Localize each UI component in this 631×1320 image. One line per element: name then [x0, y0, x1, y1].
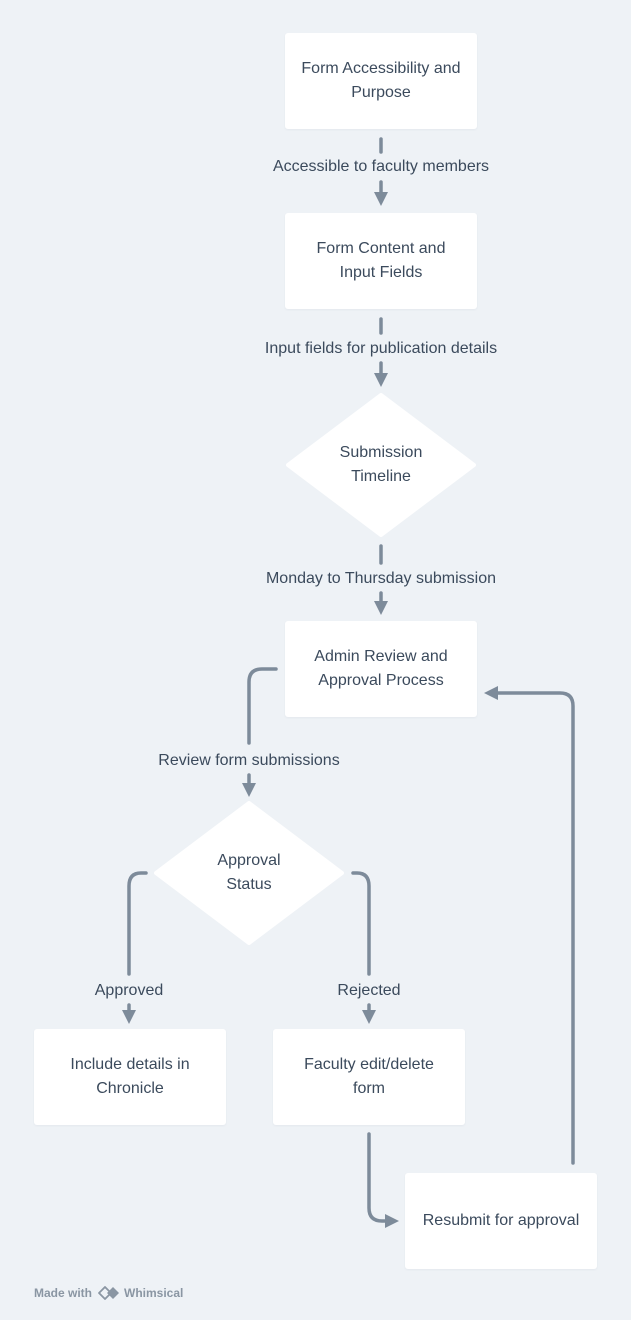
made-with-footer[interactable]: Made with Whimsical: [34, 1285, 183, 1301]
diamond-shape: [154, 801, 344, 945]
node-form-accessibility-label: Form Accessibility and Purpose: [301, 60, 461, 101]
node-faculty-edit-label: Faculty edit/delete form: [304, 1056, 434, 1097]
edge-label-accessible: Accessible to faculty members: [270, 157, 492, 177]
decision-approval-status[interactable]: Approval Status: [154, 801, 344, 945]
node-form-content[interactable]: Form Content and Input Fields: [285, 213, 477, 309]
edge-label-approved: Approved: [92, 981, 166, 1001]
decision-submission-timeline-label: Submission Timeline: [339, 444, 423, 485]
node-resubmit-label: Resubmit for approval: [422, 1212, 580, 1229]
edge-label-monday-thursday: Monday to Thursday submission: [263, 569, 499, 589]
node-faculty-edit[interactable]: Faculty edit/delete form: [273, 1029, 465, 1125]
edge-review-submissions-top: [247, 667, 278, 745]
whimsical-logo-icon: [98, 1286, 120, 1300]
edge-label-input-fields: Input fields for publication details: [262, 339, 500, 359]
edge-approved-top: [127, 871, 148, 976]
node-admin-review-label: Admin Review and Approval Process: [314, 648, 448, 689]
node-form-content-label: Form Content and Input Fields: [316, 240, 446, 281]
edge-rejected-top: [351, 871, 371, 976]
node-include-details[interactable]: Include details in Chronicle: [34, 1029, 226, 1125]
node-resubmit[interactable]: Resubmit for approval: [405, 1173, 597, 1269]
node-form-accessibility[interactable]: Form Accessibility and Purpose: [285, 33, 477, 129]
edge-edit-to-resubmit: [367, 1132, 399, 1228]
node-admin-review[interactable]: Admin Review and Approval Process: [285, 621, 477, 717]
diamond-shape: [286, 393, 476, 537]
decision-submission-timeline[interactable]: Submission Timeline: [286, 393, 476, 537]
made-with-text: Made with: [34, 1286, 93, 1300]
edge-label-rejected: Rejected: [335, 981, 403, 1001]
node-include-details-label: Include details in Chronicle: [70, 1056, 190, 1097]
decision-approval-status-label: Approval Status: [217, 852, 281, 893]
edge-resubmit-to-review: [484, 686, 575, 1165]
whimsical-brand-text: Whimsical: [124, 1286, 184, 1300]
edge-label-review-submissions: Review form submissions: [156, 751, 342, 771]
